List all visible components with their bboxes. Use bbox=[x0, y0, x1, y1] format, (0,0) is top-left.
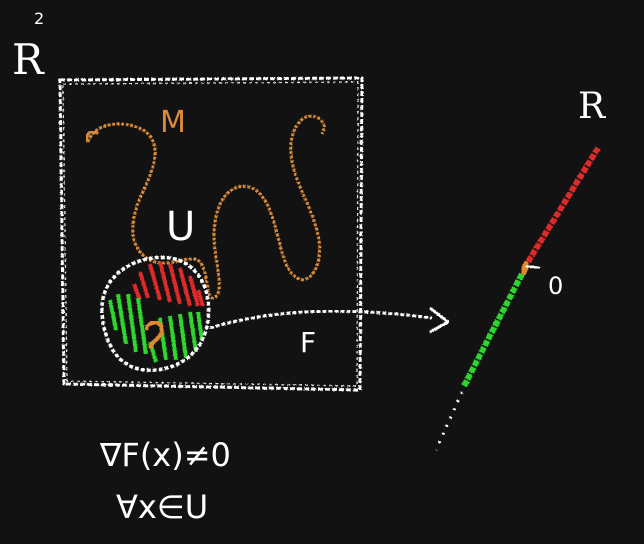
positive-region-hatch bbox=[132, 261, 205, 307]
origin-tick bbox=[525, 264, 541, 270]
positive-ray bbox=[525, 146, 601, 264]
origin-label: 0 bbox=[548, 272, 563, 300]
domain-space-exponent: 2 bbox=[34, 9, 44, 28]
gradient-condition-label: ∇F(x)≠0 bbox=[99, 436, 231, 474]
map-label: F bbox=[300, 326, 316, 359]
manifold-curve-left-hook bbox=[85, 130, 100, 143]
open-set-label: U bbox=[166, 204, 195, 250]
right-arrow-icon bbox=[429, 306, 451, 334]
domain-space-label: R 2 bbox=[12, 9, 45, 84]
real-line bbox=[434, 146, 601, 451]
manifold-curve bbox=[86, 114, 326, 300]
manifold-label: M bbox=[160, 105, 186, 140]
zero-level-set bbox=[144, 320, 165, 349]
domain-space-letter: R bbox=[12, 35, 45, 84]
negative-ray bbox=[461, 272, 525, 388]
zero-point-marker bbox=[518, 260, 532, 276]
real-line-continuation bbox=[434, 391, 464, 451]
quantifier-condition-label: ∀x∈U bbox=[116, 488, 208, 526]
open-set-disc bbox=[100, 255, 211, 372]
map-arrow bbox=[209, 306, 451, 334]
map-arrow-shaft bbox=[209, 309, 433, 330]
open-set-boundary bbox=[100, 255, 211, 372]
target-space-label: R bbox=[578, 86, 606, 127]
domain-box bbox=[58, 76, 364, 392]
